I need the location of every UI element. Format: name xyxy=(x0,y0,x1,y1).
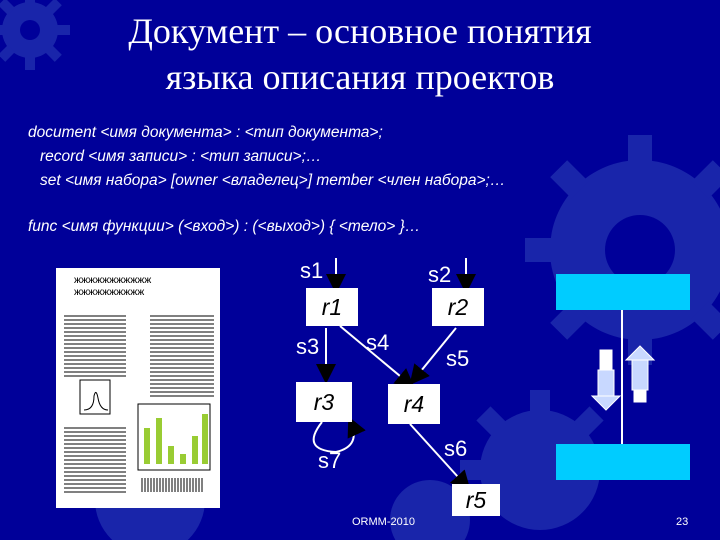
code-line-record: record <имя записи> : <тип записи>;… xyxy=(40,148,322,165)
record-r3: r3 xyxy=(296,382,352,422)
up-arrow-icon xyxy=(624,345,656,403)
doc-header-line-2: жжжжжжжжжж xyxy=(74,286,145,298)
cyan-box-bottom xyxy=(556,444,690,480)
set-label-s2: s2 xyxy=(428,262,452,287)
set-label-s3: s3 xyxy=(296,334,320,359)
record-r2: r2 xyxy=(432,288,484,326)
arrow-s4 xyxy=(339,325,416,389)
footer-label: ORMM-2010 xyxy=(352,516,415,528)
arrow-s5 xyxy=(409,327,457,386)
doc-body-graphics xyxy=(64,315,214,493)
cyan-box-top xyxy=(556,274,690,310)
record-r1: r1 xyxy=(306,288,358,326)
document-sketch: жжжжжжжжжжж жжжжжжжжжж xyxy=(56,268,220,508)
title-line-2: языка описания проектов xyxy=(165,57,555,97)
page-number: 23 xyxy=(676,516,689,528)
set-label-s5: s5 xyxy=(446,346,470,371)
code-line-document: document <имя документа> : <тип документ… xyxy=(28,124,383,141)
code-line-func: func <имя функции> (<вход>) : (<выход>) … xyxy=(28,218,421,235)
doc-header-line-1: жжжжжжжжжжж xyxy=(74,274,152,286)
set-label-s6: s6 xyxy=(444,436,468,461)
slide-title: Документ – основное понятия языка описан… xyxy=(60,8,660,100)
down-arrow-icon xyxy=(590,349,622,411)
arrow-s6 xyxy=(409,423,471,491)
code-line-set: set <имя набора> [owner <владелец>] memb… xyxy=(40,172,506,189)
record-r5: r5 xyxy=(452,484,500,516)
doc-curve-frame xyxy=(79,379,111,415)
set-label-s7: s7 xyxy=(318,448,342,473)
record-r4: r4 xyxy=(388,384,440,424)
set-label-s4: s4 xyxy=(366,330,390,355)
title-line-1: Документ – основное понятия xyxy=(128,11,592,51)
set-label-s1: s1 xyxy=(300,258,324,283)
arrow-s7 xyxy=(312,416,366,454)
